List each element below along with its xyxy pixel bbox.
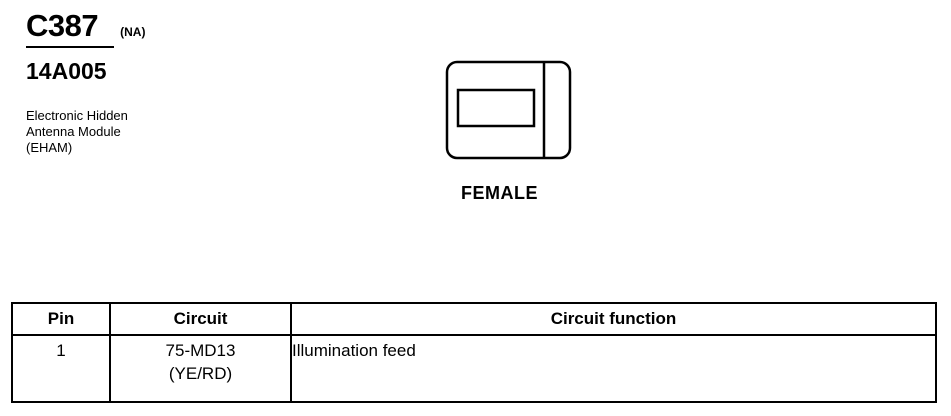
circuit-function-cell: Illumination feed bbox=[290, 334, 937, 403]
connector-gender-label: FEMALE bbox=[461, 183, 538, 203]
pin-cell: 1 bbox=[11, 334, 111, 403]
connector-terminal-slot bbox=[456, 88, 536, 128]
column-header-circuit: Circuit bbox=[109, 302, 292, 336]
circuit-cell: 75-MD13 (YE/RD) bbox=[109, 334, 292, 403]
part-number: 14A005 bbox=[26, 58, 107, 84]
description-line: Electronic Hidden bbox=[26, 108, 128, 123]
wire-color: (YE/RD) bbox=[168, 364, 233, 383]
region-label: (NA) bbox=[120, 25, 146, 39]
connector-face-icon bbox=[445, 60, 572, 160]
pin-table: Pin Circuit Circuit function 1 75-MD13 (… bbox=[11, 302, 937, 403]
column-header-circuit-function: Circuit function bbox=[290, 302, 937, 336]
circuit-number: 75-MD13 bbox=[165, 341, 236, 360]
description-line: Antenna Module bbox=[26, 124, 121, 139]
table-header-row: Pin Circuit Circuit function bbox=[11, 302, 937, 336]
description-line: (EHAM) bbox=[26, 140, 73, 155]
component-description: Electronic Hidden Antenna Module (EHAM) bbox=[26, 108, 128, 156]
table-row: 1 75-MD13 (YE/RD) Illumination feed bbox=[11, 334, 937, 403]
title-underline bbox=[26, 46, 114, 48]
column-header-pin: Pin bbox=[11, 302, 111, 336]
connector-header: C387 (NA) bbox=[26, 8, 145, 44]
connector-id: C387 bbox=[26, 8, 99, 43]
